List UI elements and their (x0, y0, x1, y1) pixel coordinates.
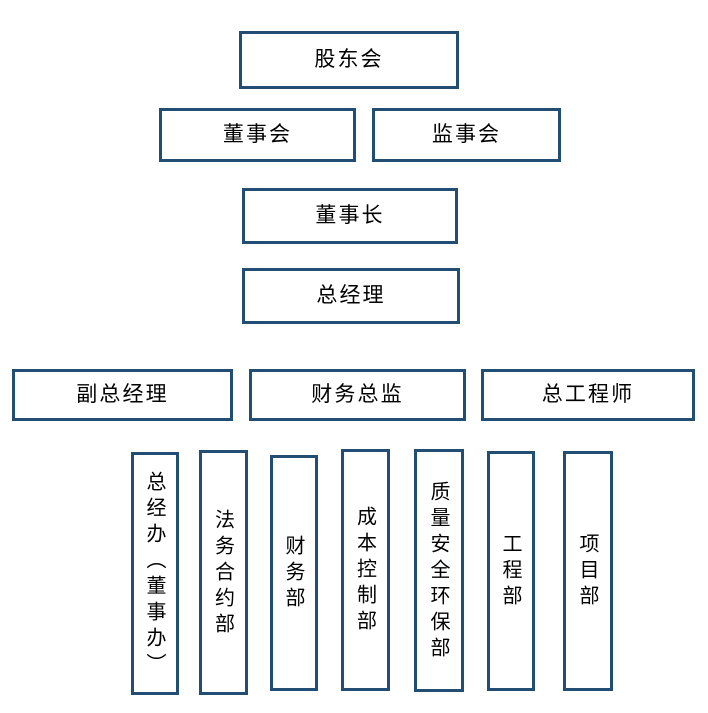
org-node-finance-dept[interactable]: 财务部 (270, 455, 318, 691)
org-node-chief-financial-officer[interactable]: 财务总监 (249, 369, 466, 421)
org-node-label: 工程部 (499, 533, 523, 611)
org-node-label: 副总经理 (76, 381, 169, 406)
org-node-board-of-directors[interactable]: 董事会 (159, 108, 356, 162)
org-node-label: 总经理 (316, 282, 386, 307)
org-node-label: 总工程师 (541, 381, 635, 406)
org-node-label: 监事会 (431, 121, 502, 146)
org-node-quality-safety-environment-dept[interactable]: 质量安全环保部 (414, 449, 464, 692)
org-node-label: 成本控制部 (353, 506, 378, 636)
org-node-label: 财务总监 (311, 381, 404, 406)
org-node-deputy-general-manager[interactable]: 副总经理 (12, 369, 233, 421)
org-node-chief-engineer[interactable]: 总工程师 (481, 369, 695, 421)
org-node-label: 股东会 (314, 46, 384, 71)
org-node-board-of-supervisors[interactable]: 监事会 (372, 108, 561, 162)
org-node-label: 项目部 (576, 533, 600, 611)
org-node-label: 财务部 (282, 535, 306, 613)
org-node-label: 董事长 (315, 202, 385, 227)
org-node-label: 质量安全环保部 (427, 480, 451, 663)
org-node-chairman[interactable]: 董事长 (242, 188, 458, 244)
org-node-label: 董事会 (222, 121, 293, 146)
org-node-label: 总经办（董事办） (143, 470, 167, 679)
org-node-legal-contract-dept[interactable]: 法务合约部 (199, 450, 248, 695)
org-node-engineering-dept[interactable]: 工程部 (487, 451, 535, 691)
org-node-project-dept[interactable]: 项目部 (563, 451, 613, 691)
org-node-general-manager[interactable]: 总经理 (242, 268, 460, 324)
org-node-shareholders-meeting[interactable]: 股东会 (239, 31, 459, 89)
org-node-label: 法务合约部 (211, 508, 236, 639)
org-node-cost-control-dept[interactable]: 成本控制部 (341, 449, 390, 691)
org-node-gm-office[interactable]: 总经办（董事办） (131, 452, 179, 695)
